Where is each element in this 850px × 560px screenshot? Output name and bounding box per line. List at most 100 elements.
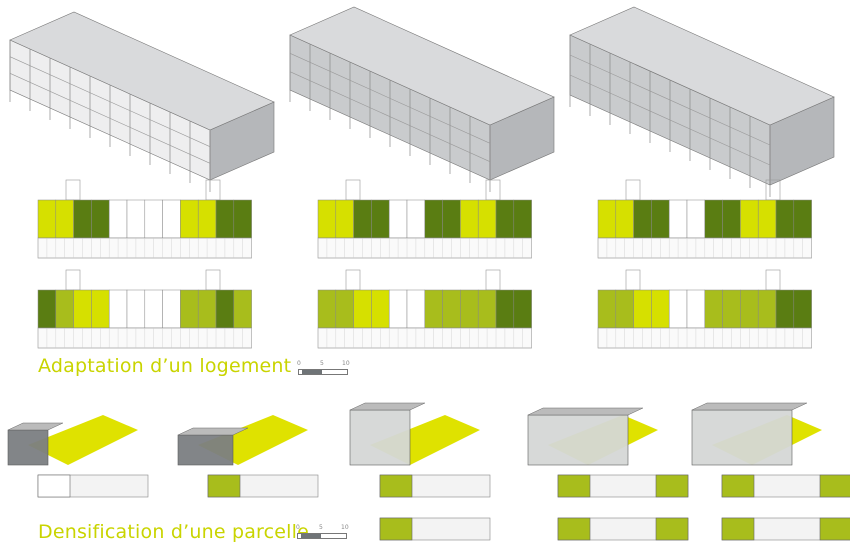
dwelling-plan [819,517,850,541]
scale-bar-top: 0 5 10 [297,360,350,375]
dwelling-unit [651,289,670,329]
dwelling-unit [126,289,146,329]
dwelling-unit [722,199,741,239]
dwelling-unit [353,289,372,329]
stair-core [485,269,501,291]
dwelling-plan [721,517,755,541]
scale-bar-bottom: 0 5 10 [296,524,349,539]
dwelling-plan [379,517,413,541]
stair-core [65,179,81,201]
floor-slab-line [569,54,771,146]
stair-core [345,179,361,201]
building-roof [349,402,426,411]
scale-tick: 5 [320,360,324,367]
dwelling-unit [317,289,337,329]
building-roof [9,11,275,131]
scale-tick: 10 [341,524,349,531]
dwelling-unit [704,289,723,329]
dwelling-unit [215,199,235,239]
stair-core [65,269,81,291]
floor-slab-line [9,73,211,164]
building-roof [177,427,249,436]
dwelling-unit [597,199,617,239]
stair-core [625,269,641,291]
building-roof [289,6,555,126]
stair-core [485,179,501,201]
dwelling-unit [197,289,217,329]
dwelling-unit [91,289,110,329]
scale-tick: 0 [296,524,300,531]
dwelling-unit [406,199,426,239]
building-volume [177,434,234,466]
dwelling-unit [597,289,617,329]
stair-core [345,269,361,291]
dwelling-unit [704,199,723,239]
dwelling-unit [633,199,652,239]
dwelling-unit [513,289,532,329]
dwelling-unit [477,199,497,239]
dwelling-unit [424,199,443,239]
building-volume [349,409,411,466]
stair-core [765,269,781,291]
dwelling-plan [557,474,591,498]
dwelling-unit [442,199,461,239]
dwelling-unit [460,199,479,239]
dwelling-unit [793,199,812,239]
dwelling-unit [215,289,235,329]
dwelling-unit [668,289,688,329]
dwelling-unit [495,199,515,239]
dwelling-unit [388,289,408,329]
building-volume [527,414,629,466]
building-roof [7,422,64,431]
dwelling-unit [757,199,777,239]
floor-slab-line [289,53,491,144]
dwelling-unit [793,289,812,329]
dwelling-unit [460,289,479,329]
dwelling-unit [775,199,795,239]
dwelling-unit [162,289,181,329]
dwelling-unit [686,289,706,329]
stair-core [765,179,781,201]
dwelling-unit [424,289,443,329]
dwelling-unit [73,199,92,239]
dwelling-unit [73,289,92,329]
dwelling-unit [108,289,128,329]
floor-slab-line [9,56,211,147]
scale-tick: 0 [297,360,301,367]
dwelling-unit [615,289,634,329]
stair-core [625,179,641,201]
dwelling-unit [37,289,57,329]
stair-core [205,179,221,201]
dwelling-unit [406,289,426,329]
scale-tick: 10 [342,360,350,367]
dwelling-unit [442,289,461,329]
dwelling-unit [335,289,354,329]
isometric-buildings-top [9,6,835,197]
title-adaptation: Adaptation d’un logement [38,355,292,377]
dwelling-unit [495,289,515,329]
dwelling-plan [819,474,850,498]
floor-plans-adaptation [37,179,812,349]
dwelling-unit [371,199,390,239]
dwelling-unit [757,289,777,329]
dwelling-unit [371,289,390,329]
dwelling-unit [686,199,706,239]
dwelling-unit [144,289,163,329]
dwelling-plan [655,474,689,498]
scale-tick: 5 [319,524,323,531]
dwelling-unit [91,199,110,239]
building-roof [691,402,808,411]
dwelling-unit [477,289,497,329]
dwelling-plan [557,517,591,541]
dwelling-plan [379,474,413,498]
dwelling-unit [775,289,795,329]
dwelling-plan [207,474,241,498]
floor-slab-line [289,71,491,162]
building-volume [691,409,793,466]
dwelling-unit [353,199,372,239]
dwelling-unit [197,199,217,239]
building-roof [527,407,644,416]
dwelling-unit [651,199,670,239]
dwelling-unit [233,199,252,239]
dwelling-plan [721,474,755,498]
